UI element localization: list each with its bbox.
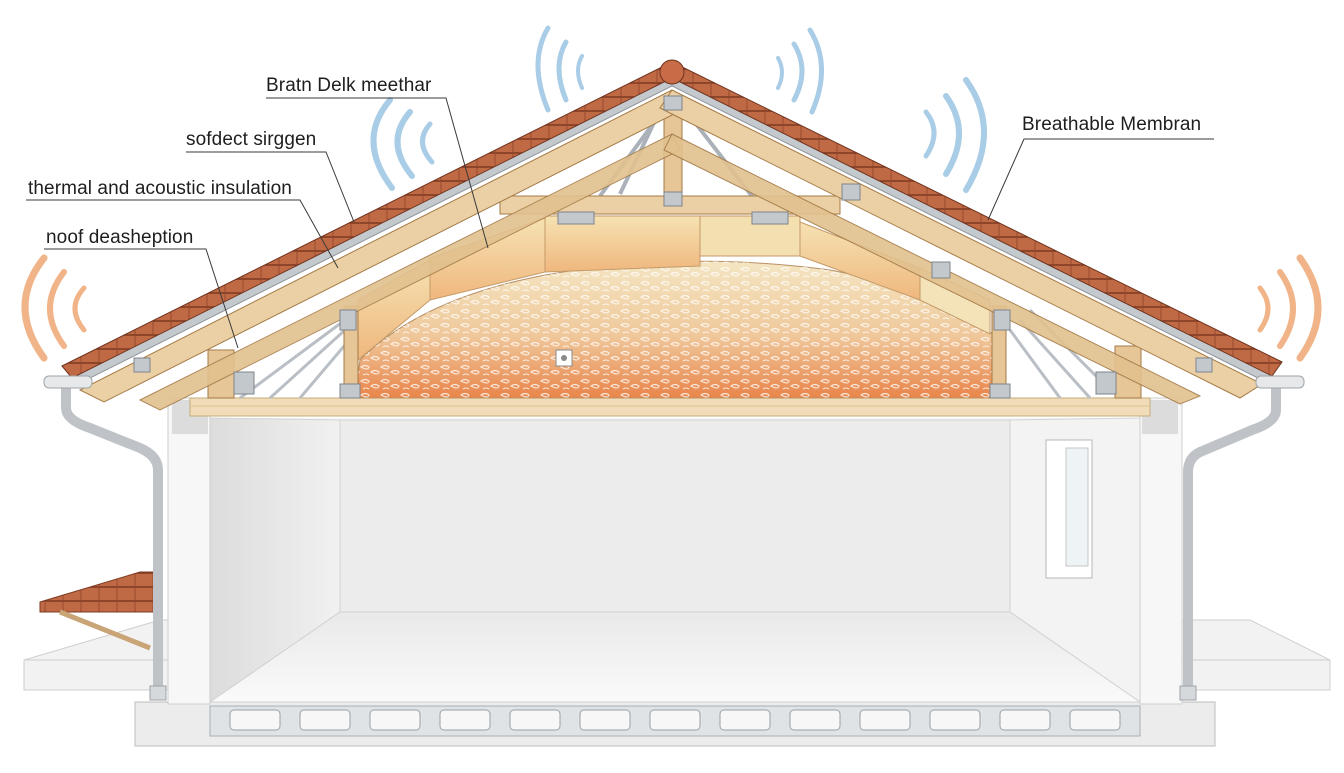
label-sofdect-sirggen: sofdect sirggen — [186, 129, 317, 150]
leader-breathable — [987, 138, 1214, 221]
wave-icon-right-blue — [923, 77, 987, 193]
right-wall — [1139, 397, 1183, 705]
attic-left-bay — [239, 318, 347, 400]
foundation — [134, 701, 1216, 747]
wave-icon-left-orange — [21, 254, 87, 362]
right-downpipe — [1183, 383, 1281, 695]
label-thermal-acoustic-insulation: thermal and acoustic insulation — [28, 178, 292, 199]
leader-thermal — [26, 199, 339, 269]
insulation-batts — [357, 215, 991, 362]
label-bratn-delk: Bratn Delk meethar — [266, 75, 432, 96]
ridge-cap — [659, 59, 685, 85]
roof-tiles — [61, 59, 1283, 379]
metal-brackets — [133, 95, 1213, 399]
wave-icon-left-blue — [370, 97, 435, 191]
wave-icon-top-center — [535, 25, 584, 113]
right-gutter — [1179, 375, 1305, 701]
ceiling-slab — [189, 397, 1151, 417]
interior-room — [208, 417, 1142, 703]
left-wall — [167, 397, 211, 705]
wave-icon-right-orange — [1257, 254, 1322, 362]
label-breathable-membran: Breathable Membran — [1022, 114, 1202, 135]
left-downpipe — [61, 379, 163, 695]
leader-sofdect — [186, 151, 355, 223]
wave-icon-top-right — [776, 27, 824, 115]
leader-bratn — [266, 97, 489, 249]
leader-noof — [44, 248, 239, 349]
leader-lines — [26, 97, 1214, 349]
label-noof-deasheption: noof deashеption — [46, 227, 194, 248]
left-gutter — [43, 375, 167, 701]
loose-fill-insulation — [354, 260, 1001, 399]
